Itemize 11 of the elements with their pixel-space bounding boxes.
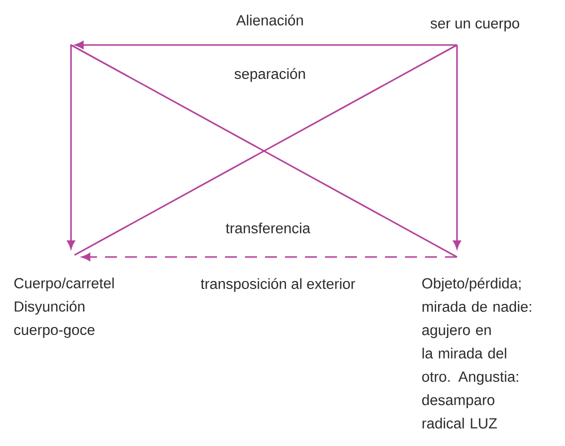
edge-label: transposición al exterior: [199, 276, 357, 294]
arrow: [67, 45, 75, 249]
node-label: Objeto/pérdida; mirada de nadie: agujero en la mirada del otro. Angustia: desamparo radical LUZ: [422, 278, 532, 429]
edge-label: Alienación: [234, 13, 306, 27]
node-label: Cuerpo/carretel Disyunción cuerpo-goce: [14, 278, 114, 338]
arrow: [75, 41, 457, 49]
label: transferencia: [224, 221, 312, 235]
node-label: ser un cuerpo: [430, 20, 520, 32]
label: separación: [232, 66, 308, 84]
arrow: [82, 253, 457, 261]
arrow: [453, 45, 461, 249]
